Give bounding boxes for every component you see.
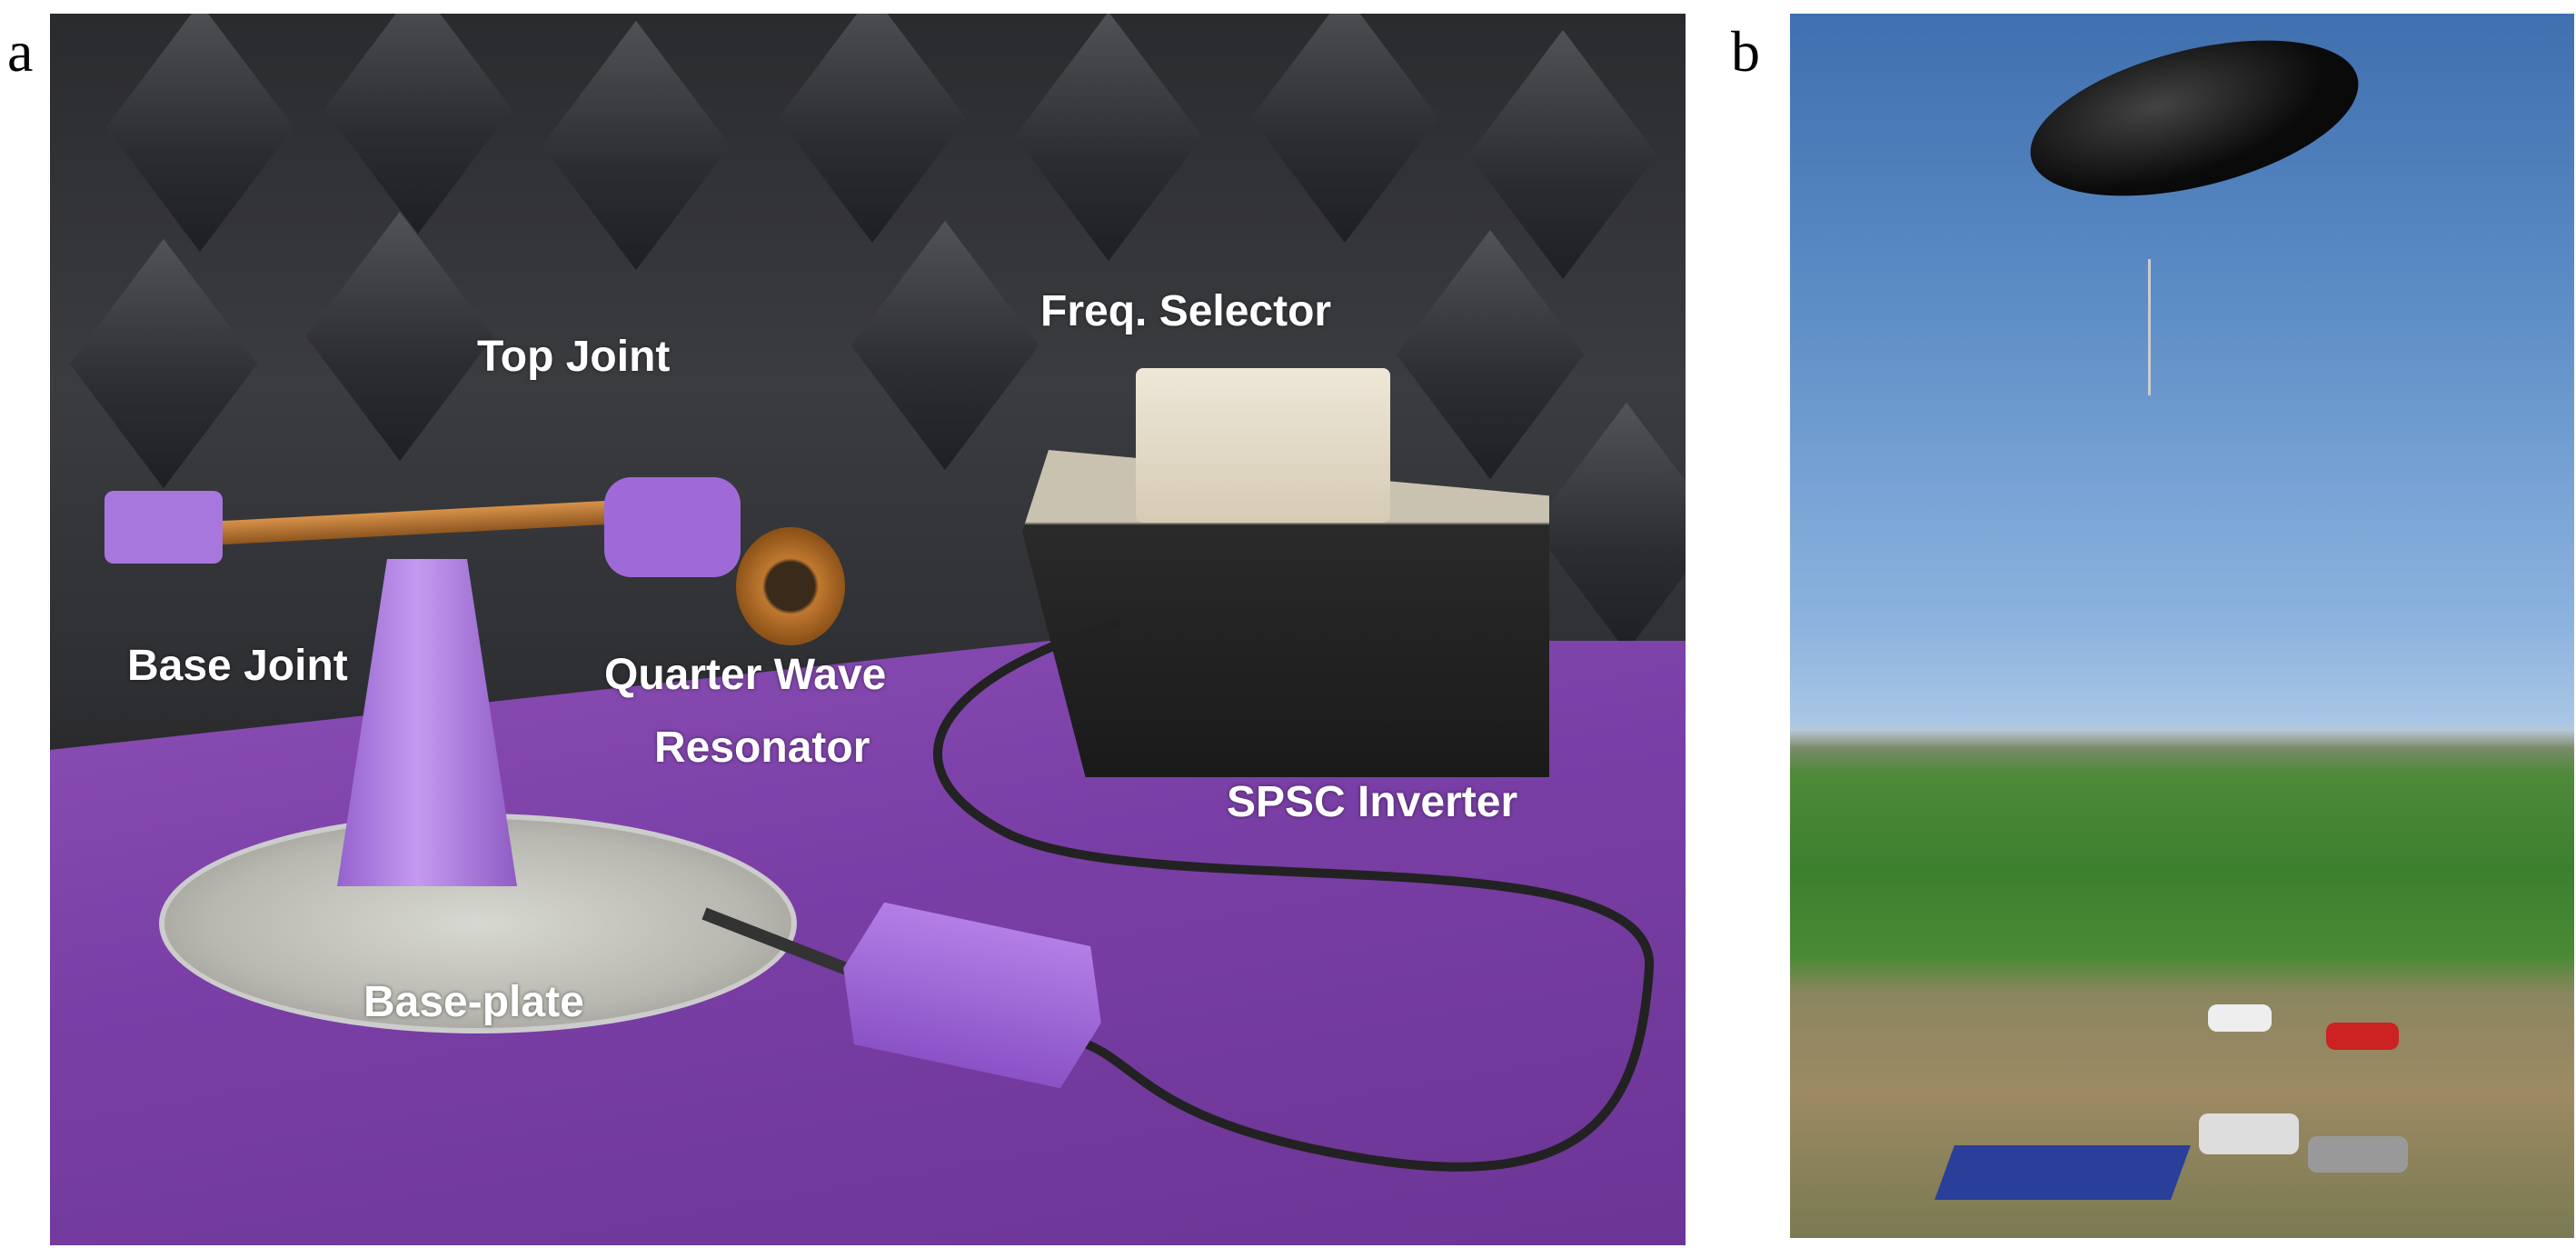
- tether-payload: [2148, 259, 2151, 395]
- panel-a-letter: a: [7, 19, 34, 84]
- label-base-joint: Base Joint: [127, 642, 348, 690]
- aerostat-blimp: [2014, 14, 2374, 225]
- panel-a-photo: Top Joint Freq. Selector Base Joint Quar…: [50, 14, 1686, 1245]
- rod-end-cap: [104, 491, 223, 564]
- top-joint: [604, 477, 741, 577]
- car-silver: [2308, 1136, 2408, 1173]
- blue-tarp: [1934, 1145, 2191, 1200]
- label-quarter-wave: Quarter Wave: [604, 651, 887, 699]
- car-red: [2326, 1023, 2399, 1050]
- panel-b-letter: b: [1731, 19, 1760, 84]
- car-white: [2208, 1004, 2272, 1032]
- cable: [701, 618, 1655, 1172]
- label-resonator: Resonator: [654, 724, 870, 772]
- label-base-plate: Base-plate: [363, 978, 584, 1026]
- label-top-joint: Top Joint: [477, 333, 671, 381]
- quarter-wave-resonator: [736, 527, 845, 645]
- label-freq-selector: Freq. Selector: [1040, 287, 1332, 335]
- panel-b-photo: [1790, 14, 2574, 1238]
- freq-selector: [1136, 368, 1390, 523]
- car-white-suv: [2199, 1113, 2299, 1154]
- label-spsc-inverter: SPSC Inverter: [1227, 778, 1518, 826]
